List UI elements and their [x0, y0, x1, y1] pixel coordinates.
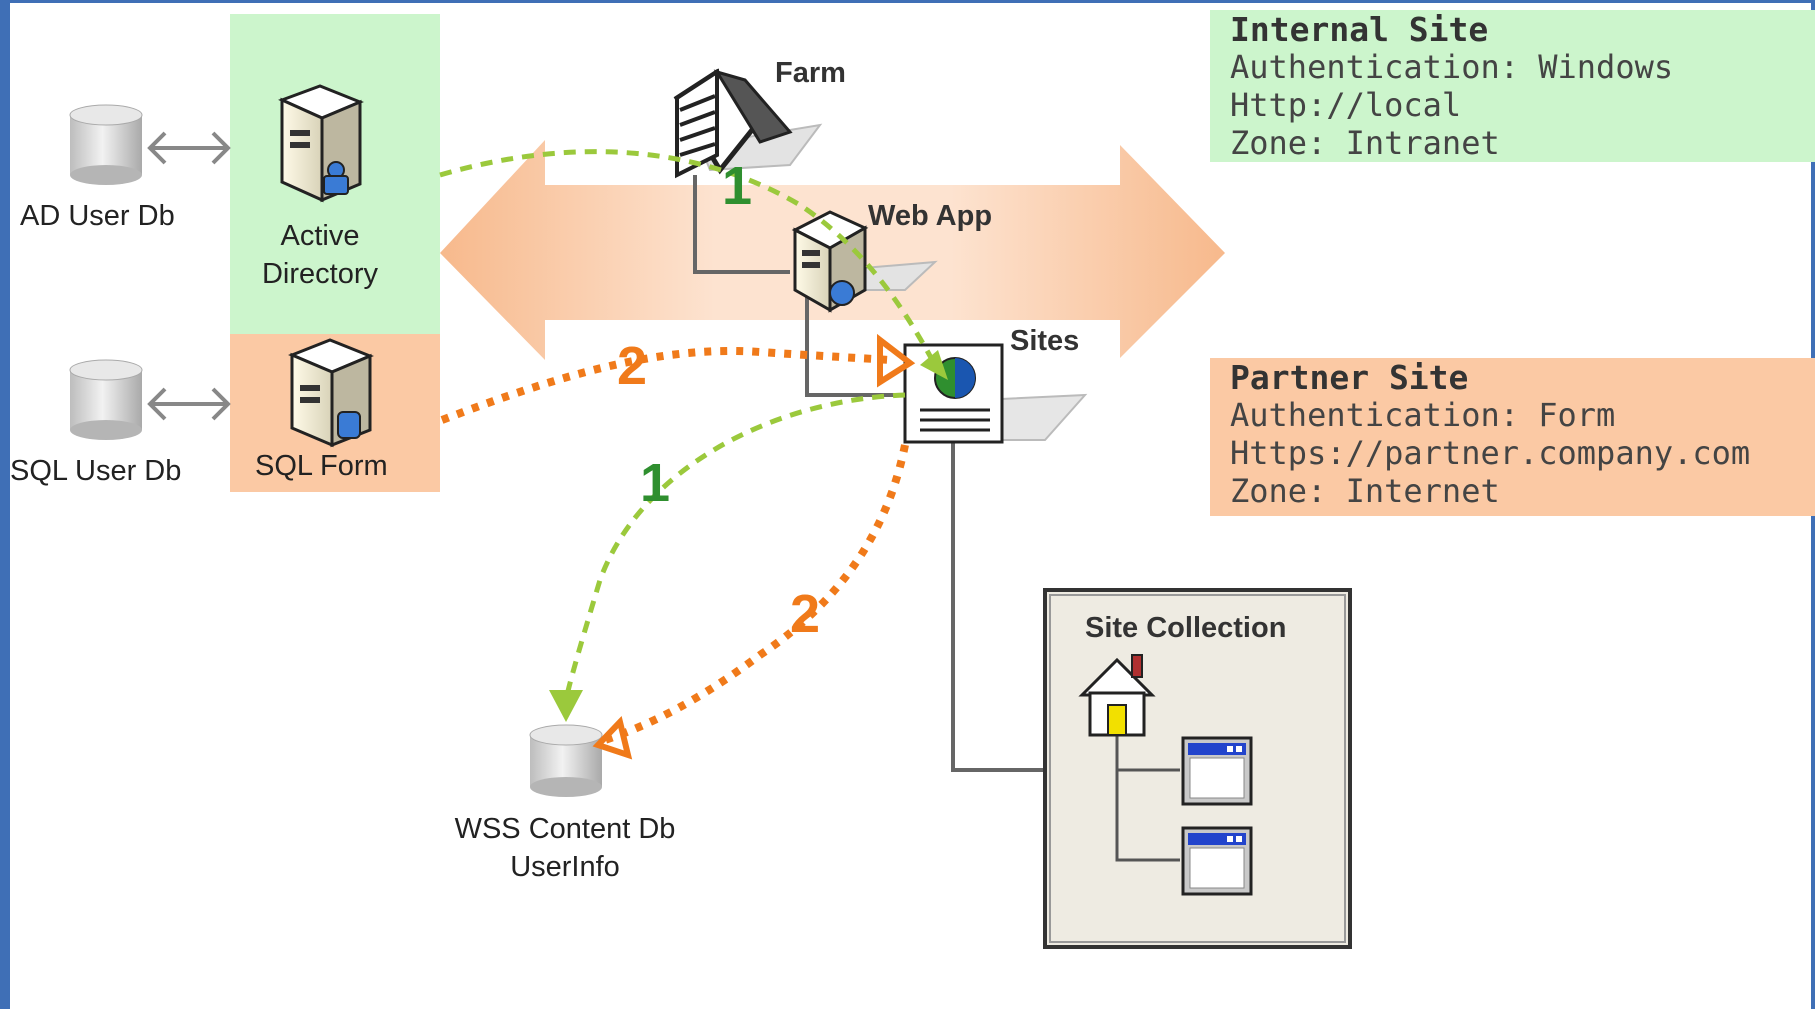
- form-flow-arrowhead-sites: [877, 333, 916, 388]
- sql-user-db-label: SQL User Db: [10, 455, 182, 487]
- step-1-label-top: 1: [722, 156, 753, 216]
- farm-label: Farm: [775, 57, 846, 89]
- site-collection-label: Site Collection: [1085, 612, 1287, 644]
- step-1-label-bottom: 1: [640, 453, 671, 513]
- windows-flow-ad-to-sites: [439, 149, 938, 367]
- windows-flow-arrowhead-db: [549, 690, 583, 722]
- sites-page-icon: [903, 343, 1004, 444]
- internal-site-info-box: Internal Site Authentication: Windows Ht…: [1210, 10, 1815, 162]
- internal-site-authentication: Authentication: Windows: [1230, 48, 1674, 86]
- partner-site-url: Https://partner.company.com: [1230, 434, 1751, 472]
- farm-to-webapp-connector: [693, 175, 790, 274]
- partner-site-title: Partner Site: [1230, 358, 1469, 397]
- web-app-label: Web App: [868, 200, 993, 232]
- farm-icon: [673, 68, 793, 179]
- ad-db-link-arrow: [147, 131, 231, 165]
- sql-db-link-arrow: [147, 387, 231, 421]
- top-border: [0, 0, 1815, 3]
- sql-form-server-icon: [288, 338, 374, 448]
- windows-flow-arrowhead-sites: [920, 350, 948, 380]
- form-flow-arrowhead-db: [592, 715, 633, 760]
- step-2-label-top: 2: [617, 336, 648, 396]
- internal-site-url: Http://local: [1230, 86, 1462, 124]
- internal-site-title: Internal Site: [1230, 10, 1489, 49]
- form-flow-sql-to-sites: [440, 346, 891, 424]
- wss-content-db-label-line2: UserInfo: [510, 851, 620, 883]
- partner-site-zone: Zone: Internet: [1230, 472, 1500, 510]
- partner-site-authentication: Authentication: Form: [1230, 396, 1616, 434]
- ad-user-db-label: AD User Db: [20, 200, 175, 232]
- partner-site-info-box: Partner Site Authentication: Form Https:…: [1210, 358, 1815, 516]
- sites-label: Sites: [1010, 325, 1080, 357]
- home-icon: [1078, 654, 1156, 737]
- windows-flow-sites-to-db: [563, 392, 906, 701]
- sql-user-db-icon: [69, 359, 143, 440]
- sql-form-label: SQL Form: [255, 450, 388, 482]
- active-directory-label-line1: Active: [280, 220, 360, 252]
- internal-site-zone: Zone: Intranet: [1230, 124, 1500, 162]
- active-directory-label-line2: Directory: [261, 258, 378, 290]
- step-2-label-bottom: 2: [790, 584, 821, 644]
- subsite-window-icon-2: [1181, 826, 1253, 896]
- active-directory-server-icon: [278, 84, 364, 203]
- ad-user-db-icon: [69, 104, 143, 185]
- subsite-window-icon-1: [1181, 736, 1253, 806]
- wss-content-db-label-line1: WSS Content Db: [454, 813, 676, 845]
- left-border: [0, 0, 10, 1009]
- sites-to-collection-connector: [951, 440, 1045, 772]
- form-flow-sites-to-db: [603, 444, 909, 744]
- wss-content-db-icon: [529, 724, 603, 797]
